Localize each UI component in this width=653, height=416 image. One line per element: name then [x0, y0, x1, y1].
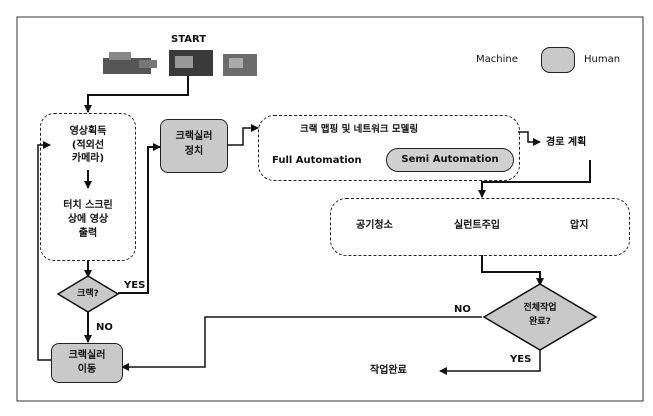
work-complete-label: 작업완료 [370, 365, 407, 376]
all-done-line-2: 완료? [529, 317, 551, 327]
legend-human-swatch [541, 47, 575, 73]
full-automation-label: Full Automation [272, 155, 362, 166]
semi-automation-label: Semi Automation [401, 154, 499, 165]
air-cleaning-label: 공기청소 [356, 220, 393, 231]
semi-automation-pill [386, 148, 514, 172]
legend-machine-label: Machine [476, 54, 518, 65]
touch-line-3: 출력 [78, 228, 98, 239]
sealing-process-box [330, 198, 630, 256]
touch-line-2: 상에 영상 [67, 214, 109, 225]
robot-position-box [160, 119, 228, 173]
all-done-no-label: NO [454, 304, 471, 315]
robot-position-line-1: 크랙실러 [175, 131, 213, 142]
all-done-line-1: 전체작업 [523, 303, 557, 313]
mapping-label: 크랙 맵핑 및 네트워크 모델링 [300, 124, 419, 135]
robot-move-line-2: 이동 [77, 364, 97, 375]
acquire-line-3: 카메라) [71, 153, 105, 164]
acquire-line-2: (적외선 [71, 140, 105, 151]
all-done-yes-label: YES [510, 354, 532, 365]
robot-position-line-2: 정치 [184, 146, 204, 157]
crack-mapping-box [258, 115, 520, 181]
all-done-decision-diamond [482, 283, 598, 351]
crack-decision-diamond [56, 275, 120, 313]
image-capture-box [40, 113, 136, 261]
robot-move-line-1: 크랙실러 [68, 350, 106, 361]
acquire-line-1: 영상획득 [69, 126, 107, 137]
path-planning-label: 경로 계획 [546, 137, 587, 148]
machine-photos [103, 50, 257, 76]
legend-human-label: Human [584, 54, 621, 65]
crack-no-label: NO [96, 322, 113, 333]
start-label: START [171, 34, 207, 45]
crack-decision-label: 크랙? [77, 289, 99, 299]
crack-yes-label: YES [124, 280, 146, 291]
touch-line-1: 터치 스크린 [63, 200, 113, 211]
sealant-injection-label: 실런트주입 [454, 220, 500, 231]
pressing-label: 압지 [570, 220, 589, 231]
robot-move-box [51, 343, 123, 383]
